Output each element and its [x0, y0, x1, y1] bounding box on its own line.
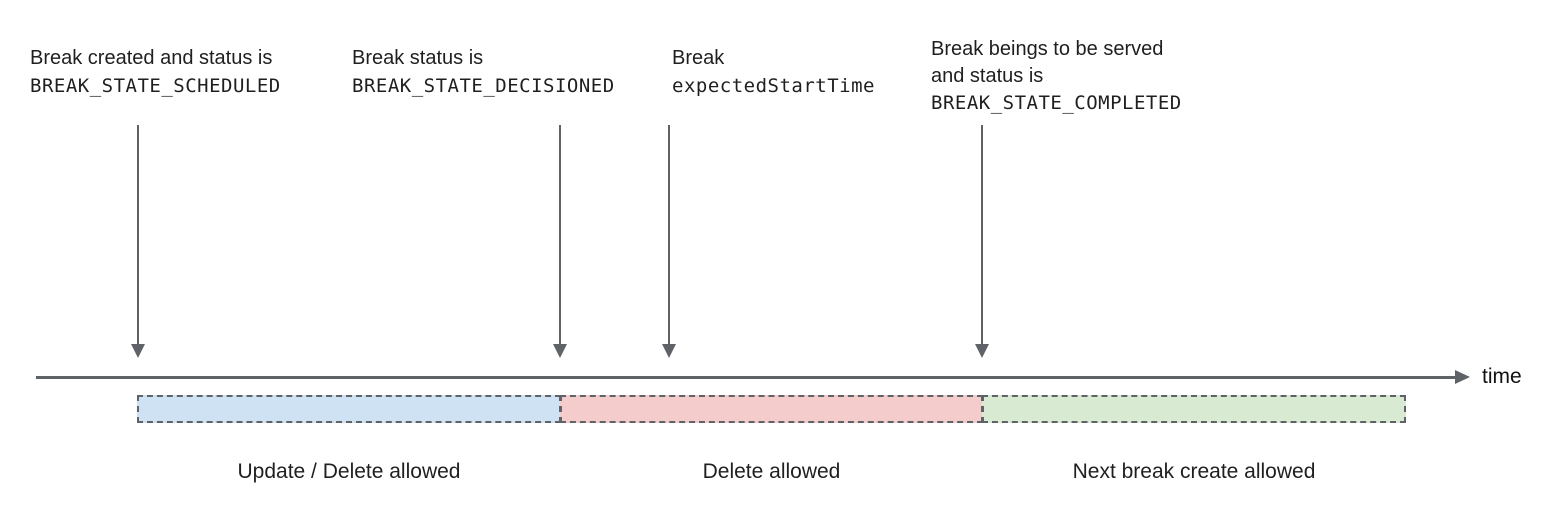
annotation-expected-start-time: Break expectedStartTime [672, 44, 875, 100]
annotation-text: Break status is [352, 47, 484, 69]
annotation-break-scheduled: Break created and status is BREAK_STATE_… [30, 44, 281, 100]
segment-delete-allowed [560, 395, 983, 423]
down-arrow-icon [975, 125, 989, 358]
segment-caption: Delete allowed [702, 460, 841, 483]
right-arrow-icon [1455, 370, 1470, 384]
annotation-text: and status is [931, 65, 1044, 87]
down-arrow-icon [662, 125, 676, 358]
segment-next-break-create-allowed [982, 395, 1406, 423]
annotation-code: BREAK_STATE_COMPLETED [931, 92, 1182, 114]
segment-caption: Next break create allowed [1072, 460, 1316, 483]
time-axis-line [36, 376, 1456, 379]
annotation-break-decisioned: Break status is BREAK_STATE_DECISIONED [352, 44, 615, 100]
annotation-code: BREAK_STATE_DECISIONED [352, 75, 615, 97]
annotation-text: Break [672, 47, 725, 69]
annotation-code: expectedStartTime [672, 75, 875, 97]
annotation-break-completed: Break beings to be served and status is … [931, 36, 1182, 117]
annotation-text: Break beings to be served [931, 38, 1164, 60]
segment-caption: Update / Delete allowed [237, 460, 461, 483]
annotation-text: Break created and status is [30, 47, 273, 69]
annotation-code: BREAK_STATE_SCHEDULED [30, 75, 281, 97]
down-arrow-icon [131, 125, 145, 358]
down-arrow-icon [553, 125, 567, 358]
time-axis-label: time [1482, 365, 1522, 388]
segment-update-delete-allowed [137, 395, 561, 423]
